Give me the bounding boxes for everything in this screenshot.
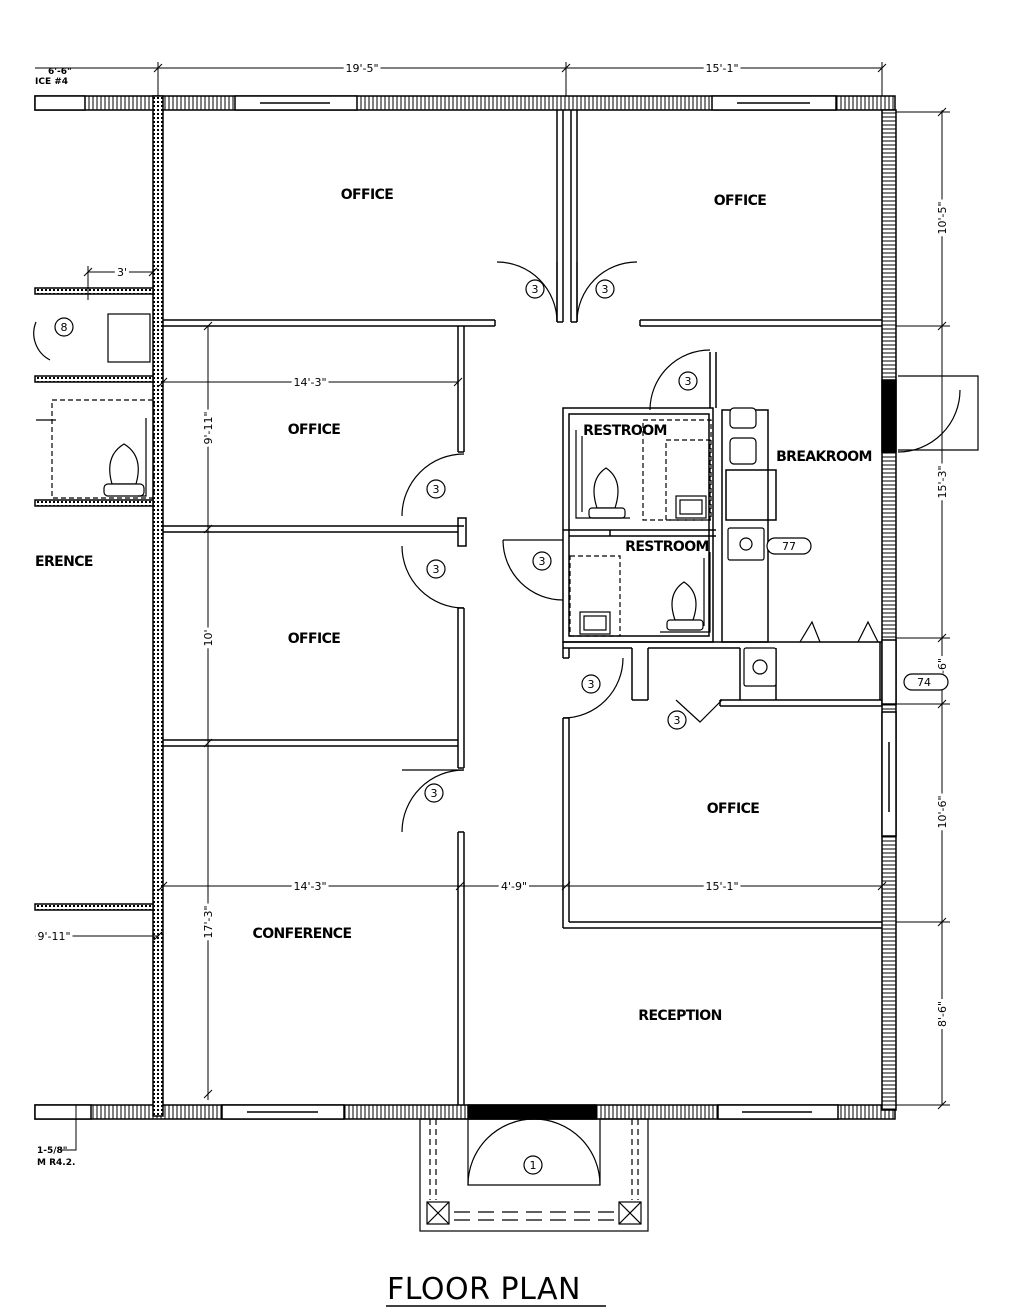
room-label-office-top-left: OFFICE: [341, 187, 394, 203]
dimension-lines: [35, 62, 950, 1151]
dim-corridor: 4'-9": [501, 880, 527, 893]
equipment-tag-74: 74: [917, 676, 931, 689]
dim-vert-2: 10': [202, 629, 215, 646]
door-tag-2: 3: [602, 283, 609, 296]
dim-top-right: 15'-1": [705, 62, 738, 75]
door-tag-entry: 1: [530, 1159, 537, 1172]
left-note-line1: 1-5/8": [37, 1146, 68, 1156]
left-partial-walls: [34, 287, 154, 911]
door-tags: [54, 279, 949, 1175]
entry-porch: [419, 1118, 649, 1232]
exterior-walls: [34, 95, 897, 1120]
door-tag-left-8: 8: [61, 321, 68, 334]
door-swings: [33, 261, 979, 1186]
room-label-conference: CONFERENCE: [253, 926, 352, 942]
left-top-tag: ICE #4: [35, 77, 68, 87]
room-label-office-top-right: OFFICE: [714, 193, 767, 209]
dim-top-left: 19'-5": [345, 62, 378, 75]
dim-office-right-width: 15'-1": [705, 880, 738, 893]
door-tag-5: 3: [433, 563, 440, 576]
dim-vert-3: 17'-3": [202, 905, 215, 938]
room-label-office-mid-left: OFFICE: [288, 422, 341, 438]
interior-partitions: [163, 110, 882, 1105]
dim-left-9-11: 9'-11": [37, 930, 70, 943]
left-note-line2: M R4.2.: [37, 1158, 75, 1168]
equipment-tag-77: 77: [782, 540, 796, 553]
room-label-conference-fragment: ERENCE: [35, 554, 93, 570]
room-labels: OFFICE OFFICE OFFICE OFFICE OFFICE CONFE…: [35, 187, 873, 1024]
dim-left-3: 3': [117, 266, 127, 279]
room-label-breakroom: BREAKROOM: [776, 449, 872, 465]
door-tag-labels: 3 3 3 3 3 3 3 3 3 1 8 77 74: [61, 283, 932, 1172]
dim-right-5: 8'-6": [936, 1001, 949, 1027]
dimension-labels: 19'-5" 15'-1" 14'-3" 14'-3" 4'-9" 15'-1"…: [34, 59, 952, 1168]
left-top-dim: 6'-6": [48, 67, 72, 77]
room-label-restroom-upper: RESTROOM: [583, 423, 667, 439]
door-tag-1: 3: [532, 283, 539, 296]
room-label-office-right: OFFICE: [707, 801, 760, 817]
door-tag-7: 3: [588, 678, 595, 691]
dim-office-width-1: 14'-3": [293, 376, 326, 389]
restroom-fixtures: [51, 313, 777, 687]
room-label-reception: RECEPTION: [638, 1008, 721, 1024]
dim-vert-1: 9'-11": [202, 411, 215, 444]
door-tag-6: 3: [539, 555, 546, 568]
dim-right-1: 10'-5": [936, 201, 949, 234]
dim-right-4: 10'-6": [936, 795, 949, 828]
room-label-office-left-lower: OFFICE: [288, 631, 341, 647]
drawing-title: FLOOR PLAN: [387, 1272, 581, 1307]
door-tag-4: 3: [433, 483, 440, 496]
door-tag-8: 3: [674, 714, 681, 727]
door-tag-9: 3: [431, 787, 438, 800]
dim-office-width-2: 14'-3": [293, 880, 326, 893]
door-tag-3: 3: [685, 375, 692, 388]
dim-right-2: 15'-3": [936, 465, 949, 498]
room-label-restroom-lower: RESTROOM: [625, 539, 709, 555]
